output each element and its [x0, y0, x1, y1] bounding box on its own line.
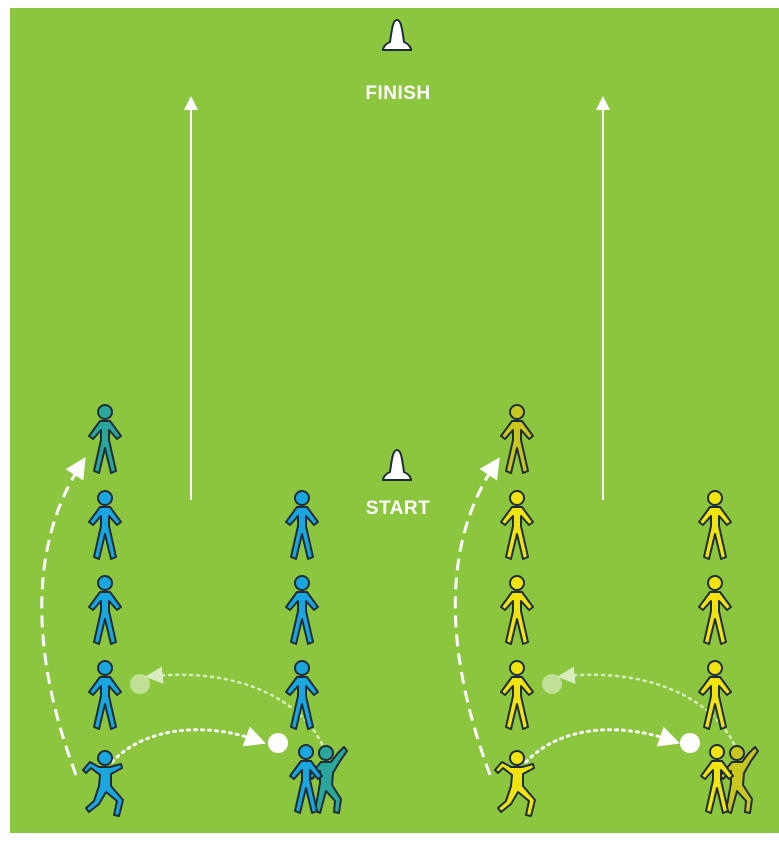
ball-icon — [680, 733, 700, 753]
ball-icon — [130, 674, 150, 694]
playing-field — [10, 8, 779, 833]
ball-icon — [542, 674, 562, 694]
finish-label: FINISH — [365, 83, 430, 104]
ball-icon — [268, 733, 288, 753]
start-label: START — [366, 498, 430, 519]
